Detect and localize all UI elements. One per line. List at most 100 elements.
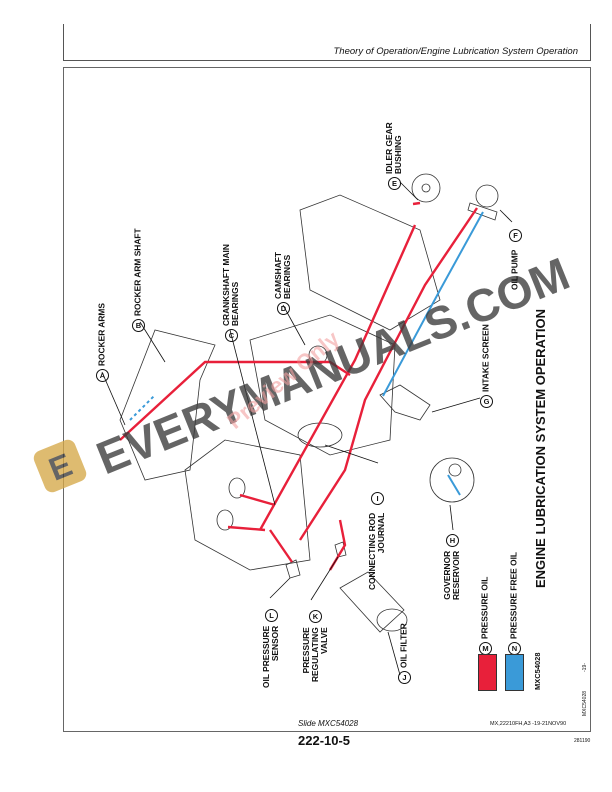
callout-g-marker: G bbox=[480, 395, 493, 408]
pressure-oil-line-pump bbox=[298, 207, 478, 541]
pressure-oil-line-bearing-2 bbox=[227, 525, 266, 532]
callout-i-marker: I bbox=[370, 491, 384, 505]
pressure-oil-line-main bbox=[258, 224, 417, 531]
pressure-free-oil-lines bbox=[129, 211, 484, 496]
pressure-oil-line-bearing-1 bbox=[239, 493, 276, 507]
pressure-oil-line-idler bbox=[412, 201, 421, 206]
engine-parts-outline bbox=[119, 173, 499, 633]
callout-c-label-line2: BEARINGS bbox=[230, 281, 240, 326]
intake-screen bbox=[379, 384, 431, 421]
pressure-oil-lines bbox=[119, 201, 478, 571]
callout-d-marker: D bbox=[276, 302, 290, 315]
oil-filter-body bbox=[339, 571, 405, 633]
callout-e-label-line2: BUSHING bbox=[393, 135, 403, 174]
cylinder-head bbox=[119, 329, 216, 481]
governor-hub bbox=[448, 463, 462, 477]
leader-k bbox=[310, 556, 339, 601]
figure-code: MXC54028 bbox=[533, 652, 542, 690]
legend-item-pressure-free-oil: NPRESSURE FREE OIL bbox=[508, 552, 521, 655]
figure-title: ENGINE LUBRICATION SYSTEM OPERATION bbox=[533, 308, 548, 588]
doc-reference: MX,22210FH,A3 -19-21NOV90 bbox=[490, 721, 567, 727]
block-rear bbox=[299, 194, 441, 331]
idler-gear bbox=[411, 173, 441, 203]
header-title: Theory of Operation/Engine Lubrication S… bbox=[333, 46, 579, 57]
slide-label: Slide MXC54028 bbox=[298, 719, 359, 728]
callout-g: G INTAKE SCREEN bbox=[480, 324, 493, 408]
footer-code: 281190 bbox=[574, 738, 591, 744]
callout-b-marker: B bbox=[132, 319, 145, 332]
leader-j bbox=[387, 631, 401, 676]
oil-pump-base bbox=[467, 202, 498, 221]
oil-pump bbox=[475, 184, 499, 208]
callout-a: A ROCKER ARMS bbox=[96, 303, 109, 382]
pressure-free-oil-line-intake bbox=[382, 211, 484, 397]
leader-b bbox=[139, 321, 166, 363]
governor-gear bbox=[429, 457, 475, 503]
callout-f-label: OIL PUMP bbox=[509, 249, 520, 290]
leader-e bbox=[399, 181, 419, 201]
leader-a bbox=[101, 371, 126, 426]
watermark-text: EVERYMANUALS.COM bbox=[89, 247, 576, 484]
legend-swatch-pressure-free-oil bbox=[505, 654, 524, 691]
callout-a-label: ROCKER ARMS bbox=[96, 303, 107, 366]
pressure-free-oil-line-governor bbox=[447, 474, 461, 496]
page-number: 222-10-5 bbox=[298, 733, 351, 748]
callout-d-label-line2: BEARINGS bbox=[282, 254, 292, 299]
oil-pressure-sensor bbox=[285, 559, 301, 579]
callout-f: OIL PUMPF bbox=[509, 228, 522, 290]
camshaft-bearing bbox=[308, 345, 328, 365]
pressure-oil-line-head bbox=[119, 360, 351, 441]
main-bearing-2 bbox=[216, 509, 234, 531]
callout-i-label-line2: JOURNAL bbox=[376, 512, 386, 554]
callout-l-label-line2: SENSOR bbox=[270, 625, 280, 662]
callout-j: J OIL FILTER bbox=[398, 623, 411, 684]
callout-b-label: ROCKER ARM SHAFT bbox=[132, 228, 143, 316]
callout-j-label: OIL FILTER bbox=[398, 623, 409, 668]
idler-gear-hub bbox=[421, 183, 431, 193]
pressure-oil-line-filter bbox=[328, 519, 347, 571]
legend-m-label: PRESSURE OIL bbox=[479, 576, 490, 639]
legend-item-pressure-oil: MPRESSURE OIL bbox=[479, 577, 492, 655]
callout-k-marker: K bbox=[309, 610, 322, 624]
side-code: MXC54028 bbox=[582, 690, 588, 716]
side-page: -19- bbox=[582, 663, 588, 672]
watermark: E EVERYMANUALS.COM Preview Only bbox=[33, 247, 576, 493]
callout-k-label-line3: VALVE bbox=[319, 627, 329, 654]
legend-n-label: PRESSURE FREE OIL bbox=[508, 551, 519, 639]
crankcase-front bbox=[184, 439, 311, 571]
pressure-regulating-valve bbox=[334, 541, 347, 558]
callout-j-marker: J bbox=[398, 671, 411, 684]
callout-b: B ROCKER ARM SHAFT bbox=[132, 228, 145, 332]
leader-h bbox=[449, 504, 454, 531]
page-header: Theory of Operation/Engine Lubrication S… bbox=[63, 24, 591, 61]
crankshaft-journal bbox=[297, 422, 343, 448]
watermark-logo-badge bbox=[33, 439, 87, 493]
leader-l bbox=[269, 577, 291, 599]
callout-l-marker: L bbox=[264, 608, 278, 622]
leader-g bbox=[431, 397, 481, 413]
callout-h-marker: H bbox=[445, 533, 459, 547]
leader-f bbox=[499, 209, 513, 223]
callout-a-marker: A bbox=[96, 369, 109, 382]
leader-i bbox=[324, 444, 379, 464]
block-center bbox=[249, 314, 396, 456]
pressure-oil-line-sensor bbox=[269, 529, 293, 563]
leader-c bbox=[229, 329, 276, 506]
callout-leaders bbox=[101, 181, 513, 676]
main-bearing-1 bbox=[228, 477, 246, 499]
callout-c-marker: C bbox=[224, 329, 238, 342]
figure-frame bbox=[63, 67, 591, 732]
legend-swatch-pressure-oil bbox=[478, 654, 497, 691]
callout-e-marker: E bbox=[387, 177, 401, 190]
leader-d bbox=[282, 304, 306, 346]
callout-g-label: INTAKE SCREEN bbox=[480, 324, 491, 392]
callout-h-label-line2: RESERVOIR bbox=[451, 550, 461, 600]
